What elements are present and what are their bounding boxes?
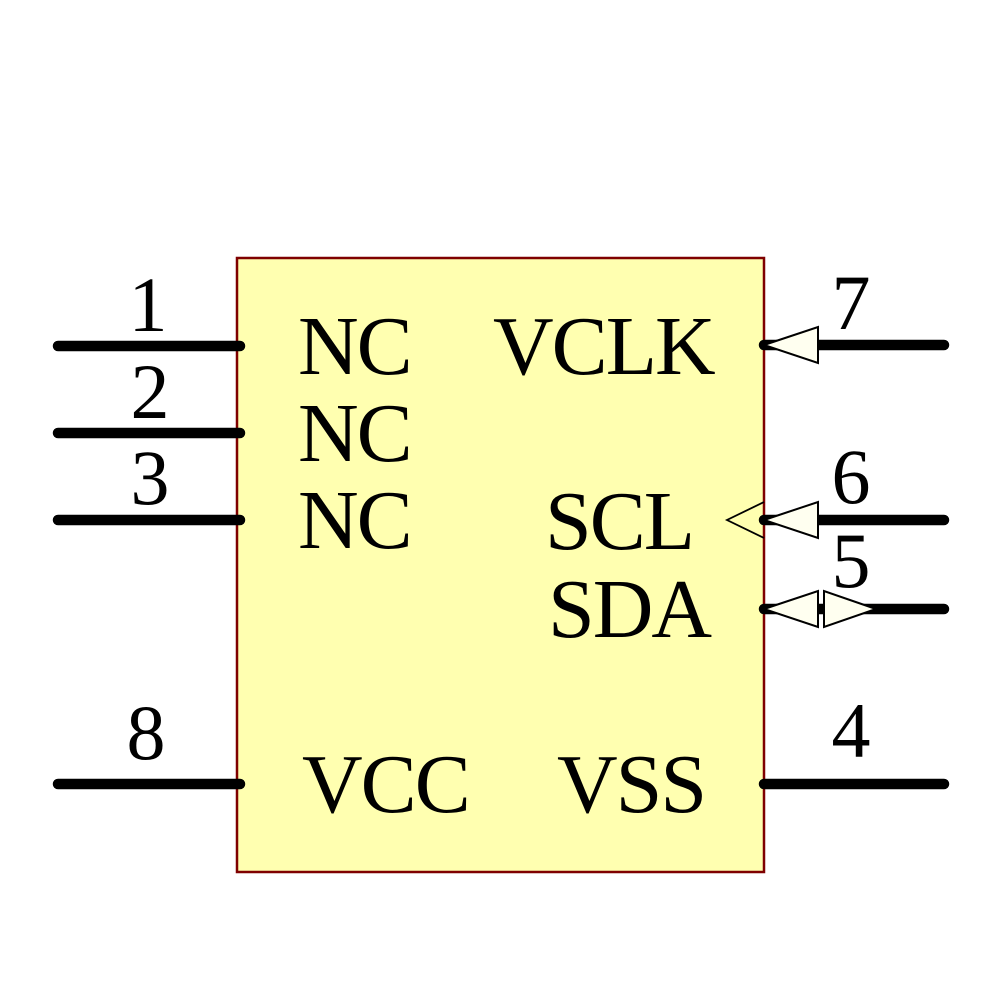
pin-1: 1 NC — [52, 261, 413, 393]
pin-6-label: SCL — [545, 475, 693, 568]
pin-7: 7 VCLK — [493, 259, 950, 393]
pin-1-label: NC — [298, 300, 411, 393]
pin-5-label: SDA — [548, 563, 712, 656]
pin-2: 2 NC — [52, 348, 413, 480]
pin-6-clock-arrow-icon — [724, 501, 765, 539]
pin-8-label: VCC — [302, 738, 469, 831]
pin-3-label: NC — [298, 474, 411, 567]
pin-3: 3 NC — [52, 434, 413, 567]
ic-body — [235, 256, 766, 874]
pin-2-label: NC — [298, 387, 411, 480]
pin-5-arrow-right-icon — [823, 589, 880, 629]
pin-4: 4 VSS — [557, 687, 950, 831]
pin-3-number: 3 — [131, 434, 170, 521]
pin-7-number: 7 — [832, 259, 871, 346]
pin-7-label: VCLK — [493, 300, 715, 393]
pin-4-label: VSS — [557, 738, 705, 831]
pin-5: 5 SDA — [548, 517, 950, 656]
pin-7-input-arrow-icon — [760, 325, 819, 365]
pin-6-number: 6 — [832, 433, 871, 520]
pin-6: 6 SCL — [545, 433, 950, 568]
pin-8-number: 8 — [127, 689, 166, 776]
pin-8: 8 VCC — [52, 689, 471, 831]
pin-2-number: 2 — [131, 348, 170, 435]
pin-5-arrow-left-icon — [760, 589, 819, 629]
pin-1-number: 1 — [129, 261, 168, 348]
pin-6-input-arrow-icon — [760, 500, 819, 540]
pin-4-number: 4 — [832, 687, 871, 774]
pin-5-number: 5 — [832, 517, 871, 604]
